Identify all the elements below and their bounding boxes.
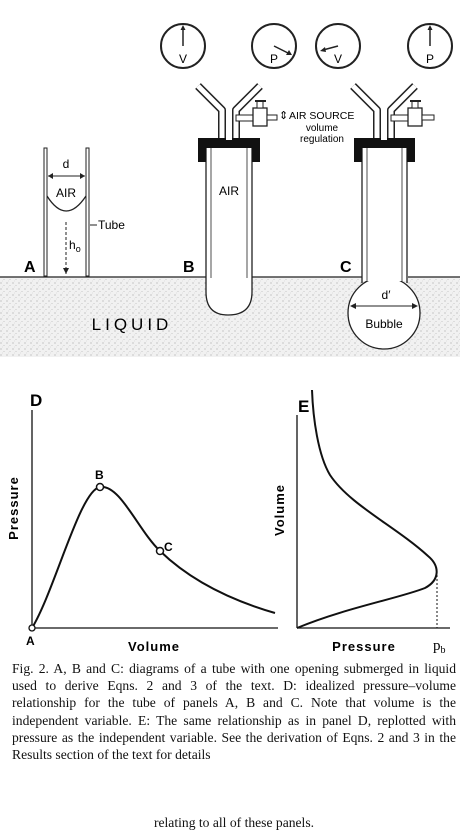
panel-d-curve xyxy=(31,485,276,629)
panel-d-xlabel: Volume xyxy=(128,639,180,654)
gauge-v-c: V xyxy=(315,23,361,69)
stopper-c xyxy=(354,138,415,162)
panel-e-xlabel: Pressure xyxy=(332,639,396,654)
tube-a-right-wall xyxy=(85,147,90,277)
panel-e-letter: E xyxy=(298,397,309,416)
panel-e-ylabel: Volume xyxy=(272,484,287,536)
air-source-arrows: ⇕ xyxy=(279,110,288,122)
gauge-v-b-label: V xyxy=(179,52,187,66)
tube-c-body xyxy=(362,148,408,281)
figure-canvas: LIQUID A AIR d ho Tube B AIR xyxy=(0,23,460,656)
panel-e: E Volume Pressure pb xyxy=(272,389,450,656)
figure-caption: Fig. 2. A, B and C: diagrams of a tube w… xyxy=(12,661,456,763)
panel-d-point-c xyxy=(155,546,165,556)
panel-a: A AIR d ho Tube xyxy=(24,147,125,277)
panel-a-letter: A xyxy=(24,259,36,276)
panel-d: D Pressure Volume A B C xyxy=(6,391,278,654)
air-source-line3: regulation xyxy=(300,134,344,145)
air-source-annotation: ⇕ AIR SOURCE volume regulation xyxy=(279,110,354,145)
air-source-line1: AIR SOURCE xyxy=(289,110,354,122)
gauge-p-c-label: P xyxy=(426,52,434,66)
panel-a-h-label: ho xyxy=(69,238,81,254)
panel-b-air-label: AIR xyxy=(219,184,239,198)
valve-b xyxy=(252,107,268,127)
gauge-p-b-label: P xyxy=(270,52,278,66)
panel-c-letter: C xyxy=(340,259,352,276)
panel-d-letter: D xyxy=(30,391,42,410)
tube-a-left-wall xyxy=(43,147,48,277)
liquid-label: LIQUID xyxy=(92,315,173,334)
gauge-v-b: V xyxy=(160,23,206,69)
panel-c-d-label: d′ xyxy=(382,288,392,302)
tube-b xyxy=(205,140,253,316)
panel-a-air-label: AIR xyxy=(56,186,76,200)
panel-e-curve xyxy=(296,389,438,629)
gauge-v-c-label: V xyxy=(334,52,342,66)
panel-c-bubble-label: Bubble xyxy=(365,317,403,331)
panel-b: B AIR V P xyxy=(160,23,297,316)
panel-c: C d′ Bubble V xyxy=(315,23,453,350)
panel-d-point-b xyxy=(95,482,105,492)
valve-c xyxy=(407,107,423,127)
panel-d-point-b-label: B xyxy=(95,468,104,482)
panel-d-point-a-label: A xyxy=(26,634,35,648)
air-meniscus-a xyxy=(46,195,87,212)
panel-d-point-c-label: C xyxy=(164,540,173,554)
gauge-p-c: P xyxy=(407,23,453,69)
panel-d-ylabel: Pressure xyxy=(6,476,21,540)
panel-d-point-a xyxy=(28,624,36,632)
panel-a-d-label: d xyxy=(63,157,70,171)
air-source-line2: volume xyxy=(306,123,339,134)
stopper-b xyxy=(198,138,260,162)
panel-e-pb-label: pb xyxy=(433,638,446,656)
figure-caption-last-line: relating to all of these panels. xyxy=(153,815,315,830)
panel-b-letter: B xyxy=(183,259,195,276)
gauge-p-b: P xyxy=(251,23,297,69)
panel-a-tube-label: Tube xyxy=(98,218,125,232)
